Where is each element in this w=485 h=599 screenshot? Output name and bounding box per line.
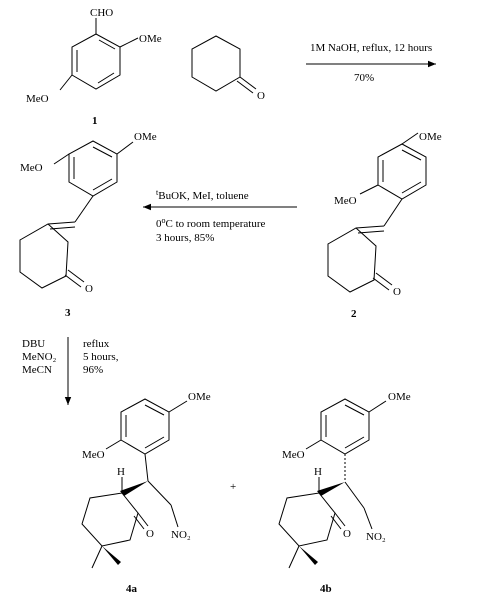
compound-4a-h-label: H — [117, 466, 125, 478]
step-1-yield: 70% — [354, 72, 374, 84]
compound-3-structure — [19, 140, 134, 289]
compound-4b-meo-label: MeO — [282, 449, 305, 461]
compound-4a-wedge-bond — [120, 481, 148, 496]
compound-2-ome-label: OMe — [419, 131, 442, 143]
compound-4b: OMe MeO H O NO₂ 4b — [278, 391, 411, 595]
step-3-reagent-3: MeCN — [22, 364, 52, 376]
compound-2-structure — [327, 132, 427, 293]
cyclohexanone-ring — [191, 35, 241, 92]
step-2-reagents: tBuOK, MeI, toluene — [156, 188, 249, 202]
compound-2-number: 2 — [351, 308, 357, 320]
compound-4a-no2-label: NO₂ — [171, 529, 191, 541]
compound-4b-number: 4b — [320, 583, 332, 595]
compound-4b-no2-label: NO₂ — [366, 531, 386, 543]
plus-sign: + — [230, 481, 236, 493]
step-3-reagent-2: MeNO₂ — [22, 351, 57, 363]
step-3-condition-3: 96% — [83, 364, 103, 376]
compound-4b-structure — [278, 398, 387, 569]
step-2: tBuOK, MeI, toluene 0oC to room temperat… — [143, 188, 297, 244]
compound-1-number: 1 — [92, 115, 98, 127]
cyclohexanone: O — [191, 35, 265, 102]
compound-3: OMe MeO O 3 — [19, 131, 157, 319]
compound-1-ome-label: OMe — [139, 33, 162, 45]
compound-4a-ome-label: OMe — [188, 391, 211, 403]
step-3-condition-1: reflux — [83, 338, 110, 350]
compound-4a-meo-label: MeO — [82, 449, 105, 461]
compound-3-oxygen: O — [85, 283, 93, 295]
step-1: 1M NaOH, reflux, 12 hours 70% — [306, 42, 436, 84]
compound-4a-number: 4a — [126, 583, 138, 595]
compound-4a-structure — [81, 398, 188, 569]
compound-1: CHO OMe MeO 1 — [26, 7, 162, 127]
step-3-reagent-1: DBU — [22, 338, 45, 350]
compound-2-oxygen: O — [393, 286, 401, 298]
compound-4a-oxygen: O — [146, 528, 154, 540]
cyclohexanone-oxygen: O — [257, 90, 265, 102]
step-2-temperature: 0oC to room temperature — [156, 216, 266, 230]
compound-2-meo-label: MeO — [334, 195, 357, 207]
compound-4b-oxygen: O — [343, 528, 351, 540]
step-2-time-yield: 3 hours, 85% — [156, 232, 214, 244]
compound-4b-wedge-bond — [317, 482, 345, 496]
compound-3-meo-label: MeO — [20, 162, 43, 174]
step-3: DBU MeNO₂ MeCN reflux 5 hours, 96% — [22, 337, 119, 405]
compound-3-number: 3 — [65, 307, 71, 319]
step-1-conditions: 1M NaOH, reflux, 12 hours — [310, 42, 432, 54]
compound-4b-h-label: H — [314, 466, 322, 478]
compound-1-meo-label: MeO — [26, 93, 49, 105]
compound-2: OMe MeO O 2 — [327, 131, 442, 320]
step-3-condition-2: 5 hours, — [83, 351, 119, 363]
compound-4a: OMe MeO H O NO₂ 4a — [81, 391, 211, 595]
compound-3-ome-label: OMe — [134, 131, 157, 143]
compound-4b-ome-label: OMe — [388, 391, 411, 403]
compound-1-cho-label: CHO — [90, 7, 113, 19]
compound-1-structure — [59, 18, 139, 91]
